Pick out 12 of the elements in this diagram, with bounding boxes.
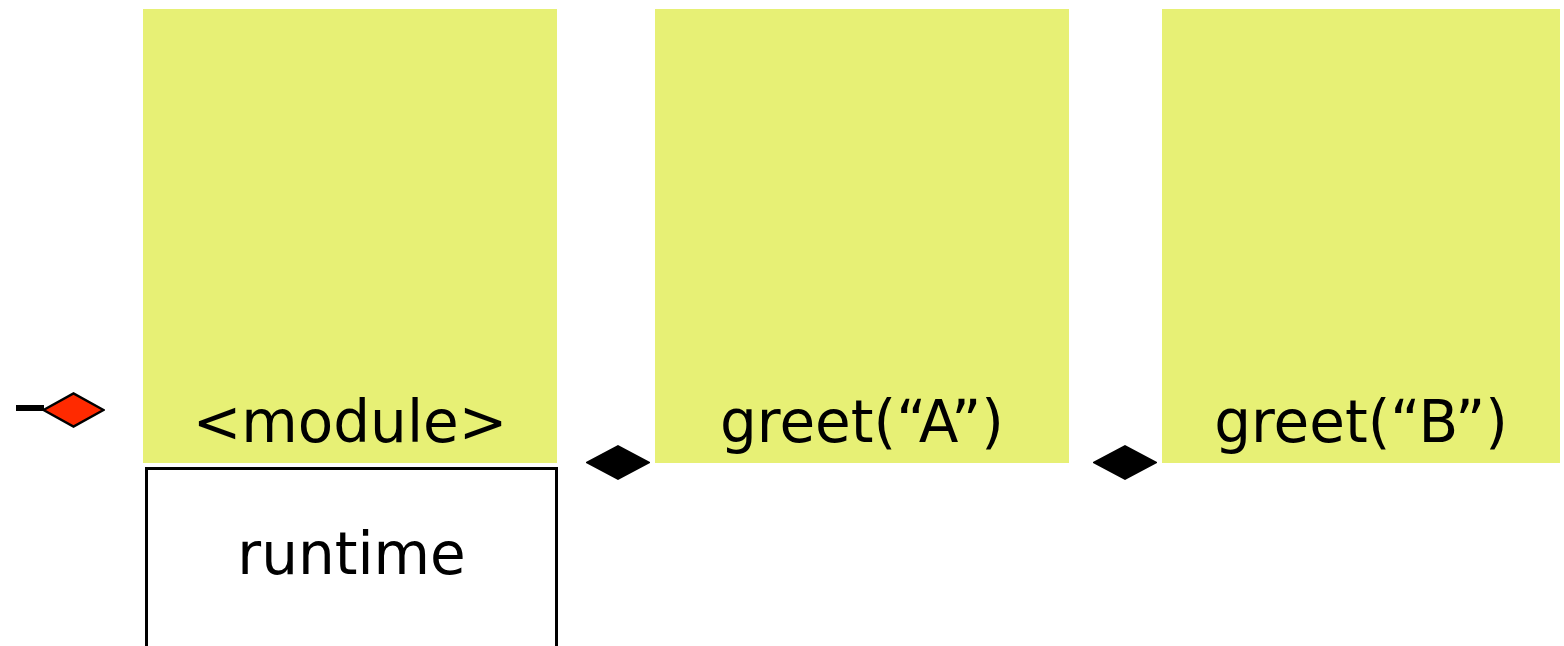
- frame-label: greet(“A”): [720, 389, 1004, 458]
- frame-label: greet(“B”): [1214, 389, 1508, 458]
- pointer-diamond: [42, 392, 105, 428]
- connector-line: [16, 405, 44, 411]
- frame-label: <module>: [192, 389, 508, 458]
- runtime-box: [145, 467, 558, 646]
- link-diamond: [586, 445, 650, 480]
- stack-frame: [1162, 9, 1560, 463]
- stack-frame: [655, 9, 1069, 463]
- stack-frame: [143, 9, 557, 463]
- link-diamond: [1093, 445, 1157, 480]
- box-label: runtime: [237, 521, 466, 590]
